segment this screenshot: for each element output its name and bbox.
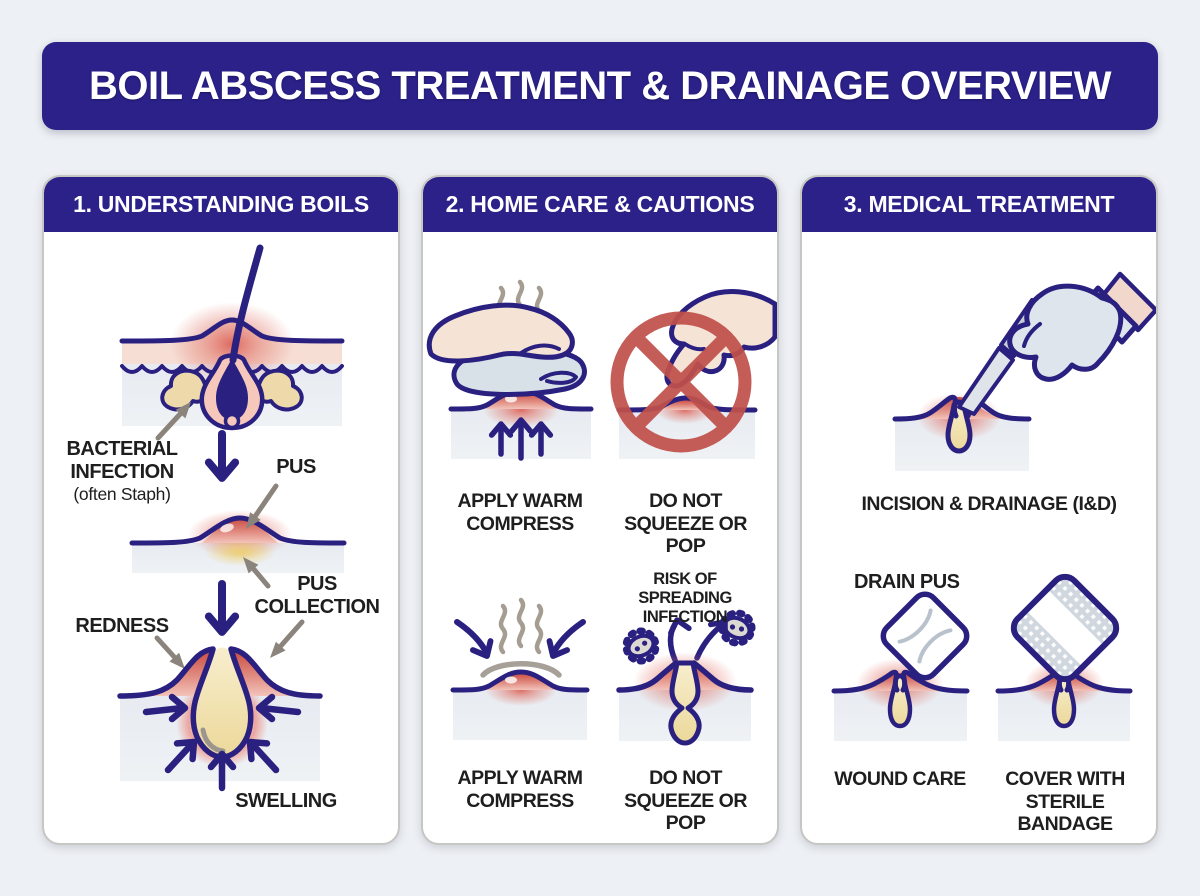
steam-icon <box>501 606 505 652</box>
inward-arrow-icon <box>454 619 586 660</box>
panel-home-care: 2. HOME CARE & CAUTIONS <box>421 175 779 845</box>
label-redness: REDNESS <box>75 615 169 637</box>
label-arrow-icon <box>240 483 279 533</box>
incision-drainage-icon <box>892 271 1156 471</box>
bandage-icon <box>1008 571 1122 685</box>
caption-apply-warm-compress: APPLY WARM COMPRESS <box>457 767 583 812</box>
label-arrow-icon <box>155 397 196 441</box>
label-arrow-icon <box>154 635 190 674</box>
label-arrow-icon <box>238 552 305 663</box>
caption-apply-warm-compress: APPLY WARM COMPRESS <box>457 490 583 535</box>
sterile-bandage-icon <box>995 571 1133 741</box>
label-risk-of-spreading: RISK OF SPREADING INFECTION <box>638 570 732 626</box>
panel2-title: 2. HOME CARE & CAUTIONS <box>445 190 755 217</box>
panel-understanding-boils: 1. UNDERSTANDING BOILS <box>42 175 400 845</box>
abscess-cross-section-icon <box>117 646 323 792</box>
gauze-pad-icon <box>880 591 970 681</box>
caption-cover-sterile-bandage: COVER WITH STERILE BANDAGE <box>1005 768 1125 836</box>
label-pus-collection: PUS COLLECTION <box>254 573 381 619</box>
panel-medical-treatment: 3. MEDICAL TREATMENT <box>800 175 1158 845</box>
panel3-body: INCISION & DRAINAGE (I&D) DRAIN PUS WOUN… <box>802 232 1156 843</box>
warm-compress-icon <box>426 282 594 461</box>
caption-do-not-squeeze: DO NOT SQUEEZE OR POP <box>624 490 747 558</box>
prohibition-icon <box>610 311 752 453</box>
wound-care-icon <box>831 591 970 741</box>
medical-treatment-illustration <box>831 271 1156 741</box>
up-arrow-icon <box>492 420 551 461</box>
steam-icon <box>519 600 523 646</box>
steam-icon <box>537 606 541 652</box>
down-arrow-icon <box>209 580 235 632</box>
swelling-arrow-icon <box>142 697 302 792</box>
panel1-header: 1. UNDERSTANDING BOILS <box>44 177 398 232</box>
header-banner: BOIL ABSCESS TREATMENT & DRAINAGE OVERVI… <box>42 42 1158 130</box>
panels-row: 1. UNDERSTANDING BOILS <box>42 175 1158 845</box>
panel3-header: 3. MEDICAL TREATMENT <box>802 177 1156 232</box>
caption-wound-care: WOUND CARE <box>834 768 966 790</box>
panel2-body: APPLY WARM COMPRESS DO NOT SQUEEZE OR PO… <box>423 232 777 843</box>
gloved-hand-icon <box>1007 271 1156 382</box>
boil-bump-icon <box>129 510 347 573</box>
down-arrow-icon <box>209 430 235 478</box>
label-bacterial-infection: BACTERIAL INFECTION (often Staph) <box>66 438 178 505</box>
label-drain-pus: DRAIN PUS <box>854 571 960 593</box>
boil-anatomy-illustration <box>117 244 347 792</box>
spreading-infection-icon <box>616 608 757 746</box>
home-care-illustration <box>426 232 777 746</box>
no-squeeze-icon <box>610 289 777 459</box>
caption-do-not-squeeze: DO NOT SQUEEZE OR POP <box>624 767 747 835</box>
caption-incision-drainage: INCISION & DRAINAGE (I&D) <box>861 493 1117 515</box>
page-title: BOIL ABSCESS TREATMENT & DRAINAGE OVERVI… <box>88 63 1112 108</box>
panel3-title: 3. MEDICAL TREATMENT <box>843 190 1115 217</box>
label-swelling: SWELLING <box>235 790 337 812</box>
panel1-body: BACTERIAL INFECTION (often Staph) PUS PU… <box>44 232 398 843</box>
panel2-header: 2. HOME CARE & CAUTIONS <box>423 177 777 232</box>
hair-follicle-icon <box>119 244 345 431</box>
panel1-title: 1. UNDERSTANDING BOILS <box>73 190 369 217</box>
label-pus: PUS <box>276 456 316 478</box>
warm-compress-icon <box>450 600 590 740</box>
